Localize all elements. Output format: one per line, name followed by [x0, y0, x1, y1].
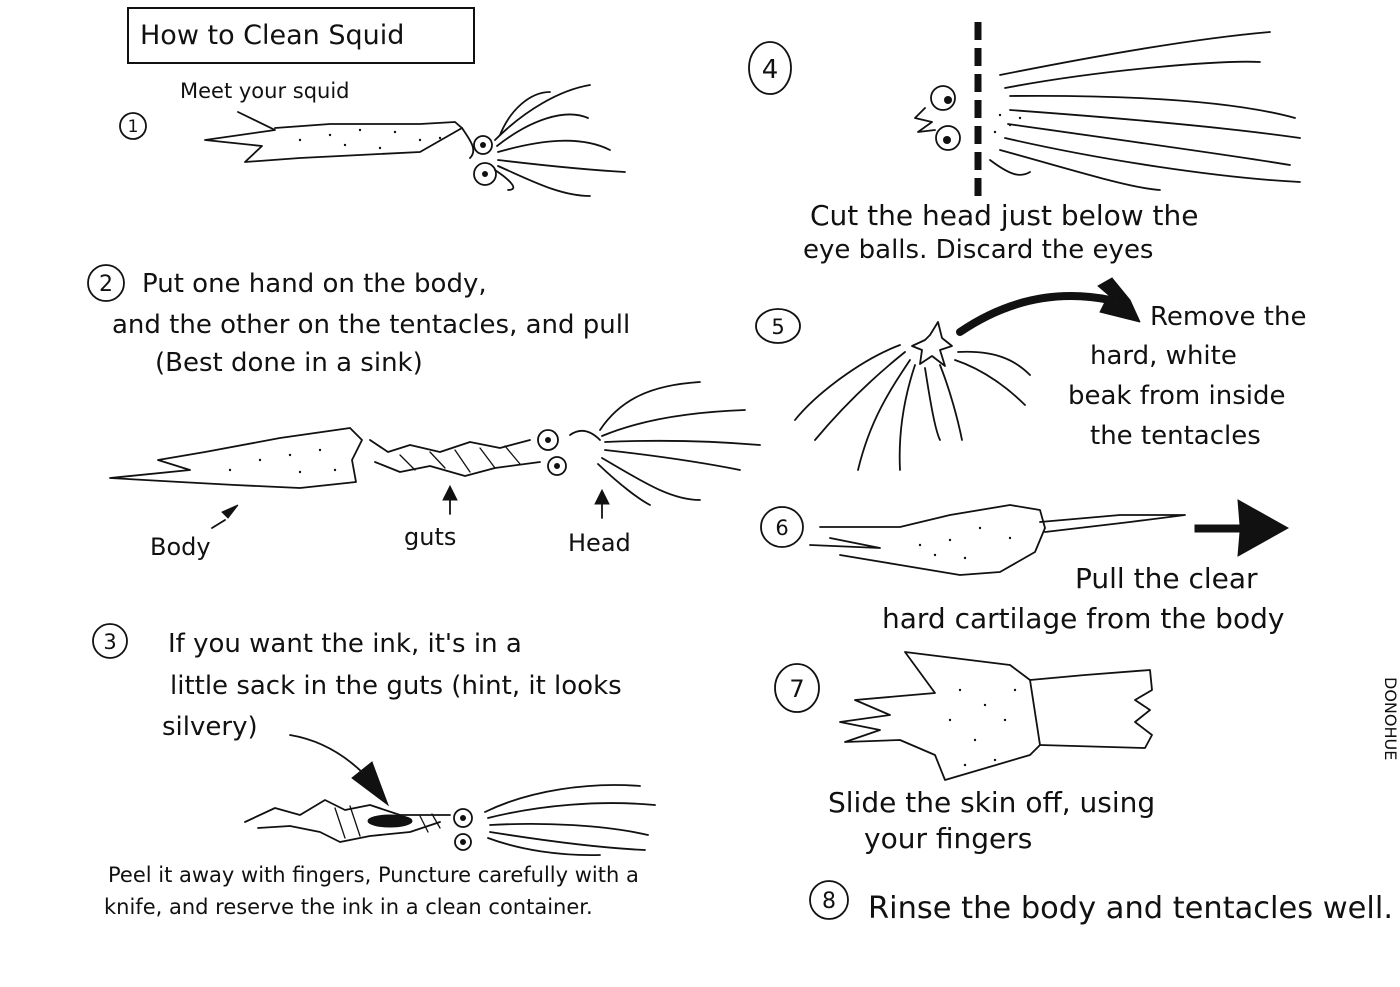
step-6-number: 6 — [775, 516, 788, 540]
step-3: 3 If you want the ink, it's in a little … — [92, 623, 656, 919]
step-1-text: Meet your squid — [180, 79, 350, 103]
label-guts: guts — [404, 523, 456, 551]
step-1-number: 1 — [128, 117, 139, 137]
ink-note-line-1: Peel it away with fingers, Puncture care… — [108, 863, 639, 887]
step-5-number: 5 — [771, 315, 784, 339]
step-8-number: 8 — [822, 889, 836, 914]
step-2-line-3: (Best done in a sink) — [155, 348, 423, 378]
step-3-line-1: If you want the ink, it's in a — [168, 629, 522, 659]
beak-removal-illustration — [794, 277, 1141, 471]
step-8-badge — [809, 880, 849, 920]
step-2-line-2: and the other on the tentacles, and pull — [112, 310, 630, 340]
step-5-badge — [755, 308, 801, 344]
step-6-line-2: hard cartilage from the body — [882, 602, 1284, 635]
step-5-line-4: the tentacles — [1090, 421, 1261, 451]
step-8-text: Rinse the body and tentacles well. — [868, 891, 1393, 926]
step-4-line-2: eye balls. Discard the eyes — [803, 235, 1153, 265]
step-7-line-2: your fingers — [864, 822, 1032, 855]
step-1: 1 Meet your squid — [119, 79, 626, 197]
step-3-number: 3 — [103, 630, 116, 654]
head-cut-illustration — [914, 22, 1301, 200]
whole-squid-illustration — [204, 84, 626, 197]
title: How to Clean Squid — [140, 20, 404, 51]
step-7-line-1: Slide the skin off, using — [828, 786, 1155, 819]
cartilage-removal-illustration — [809, 499, 1290, 576]
pulled-apart-squid-illustration — [109, 381, 761, 506]
step-2-number: 2 — [99, 272, 113, 297]
step-2-line-1: Put one hand on the body, — [142, 269, 487, 299]
step-7: 7 Slide the skin off, using your fingers — [774, 651, 1155, 855]
step-1-badge — [119, 112, 147, 140]
step-2-badge — [87, 264, 125, 302]
step-6-line-1: Pull the clear — [1075, 562, 1258, 595]
step-5-line-2: hard, white — [1090, 341, 1237, 371]
step-4-badge — [748, 41, 792, 95]
step-4-line-1: Cut the head just below the — [810, 199, 1199, 232]
step-8: 8 Rinse the body and tentacles well. — [809, 880, 1393, 926]
step-5: 5 Remove the hard, white beak from insid… — [755, 277, 1306, 471]
step-6-badge — [760, 506, 804, 548]
step-6: 6 Pull the clear hard cartilage from the… — [760, 499, 1290, 635]
step-3-line-2: little sack in the guts (hint, it looks — [170, 671, 622, 701]
step-3-line-3: silvery) — [162, 712, 258, 742]
step-5-line-3: beak from inside — [1068, 381, 1286, 411]
skin-removal-illustration — [839, 651, 1153, 781]
title-frame — [127, 7, 475, 64]
step-3-badge — [92, 623, 128, 659]
artist-signature: DONOHUE — [1381, 677, 1400, 760]
step-7-badge — [774, 663, 820, 713]
label-head: Head — [568, 529, 631, 557]
ink-sack-squid-illustration — [244, 784, 656, 856]
label-body: Body — [150, 533, 211, 561]
ink-note-line-2: knife, and reserve the ink in a clean co… — [104, 895, 593, 919]
title-block: How to Clean Squid — [127, 7, 475, 64]
step-5-line-1: Remove the — [1150, 302, 1306, 332]
step-4-number: 4 — [762, 55, 779, 85]
step-7-number: 7 — [789, 675, 804, 703]
step-4: 4 Cut the head just below the eye balls.… — [748, 22, 1301, 265]
step-2: 2 Put one hand on the body, and the othe… — [87, 264, 761, 561]
